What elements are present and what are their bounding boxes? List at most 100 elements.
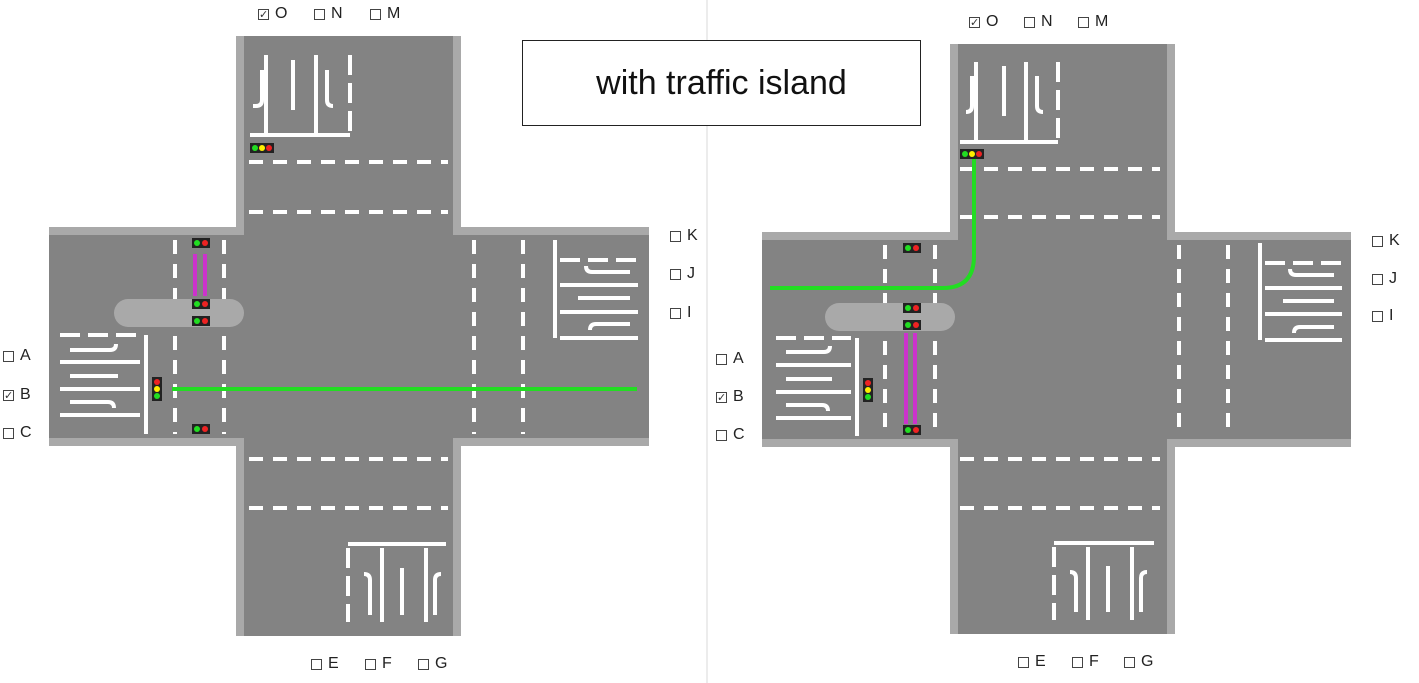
checkbox-box[interactable] (1024, 16, 1035, 28)
checkbox-box[interactable] (670, 230, 681, 242)
checkbox-B[interactable]: B (716, 388, 744, 406)
traffic-light (250, 143, 274, 153)
intersection-panel-left: O N M K J I A B C E F G (0, 0, 706, 683)
checkbox-N[interactable]: N (314, 6, 343, 22)
checkbox-label: A (733, 350, 744, 367)
traffic-light (192, 316, 210, 326)
checkbox-box[interactable] (1372, 235, 1383, 247)
checkbox-label: N (1041, 13, 1053, 30)
checkbox-F[interactable]: F (365, 656, 392, 672)
checkbox-M[interactable]: M (370, 6, 400, 22)
checkbox-label: G (1141, 653, 1154, 670)
traffic-island (114, 299, 244, 327)
traffic-light (960, 149, 984, 159)
checkbox-label: K (1389, 232, 1400, 249)
checkbox-label: J (687, 265, 695, 282)
route-path (770, 158, 976, 290)
checkbox-box[interactable] (3, 388, 14, 404)
checkbox-label: E (328, 655, 339, 672)
checkbox-label: I (1389, 307, 1394, 324)
traffic-light (903, 320, 921, 330)
checkbox-box[interactable] (1372, 310, 1383, 322)
checkbox-label: O (986, 13, 999, 30)
checkbox-N[interactable]: N (1024, 14, 1053, 30)
checkbox-K[interactable]: K (1372, 233, 1400, 249)
checkbox-J[interactable]: J (670, 266, 695, 282)
checkbox-box[interactable] (1078, 16, 1089, 28)
checkbox-box[interactable] (418, 658, 429, 670)
lane-arrows-south (346, 542, 446, 622)
checkbox-label: I (687, 304, 692, 321)
checkbox-A[interactable]: A (3, 348, 31, 364)
lane-arrows-east (1258, 243, 1342, 342)
checkbox-box[interactable] (1124, 656, 1135, 668)
checkbox-box[interactable] (1372, 273, 1383, 285)
lane-arrows-east (553, 240, 638, 340)
road-horizontal (762, 240, 1351, 439)
checkbox-box[interactable] (3, 350, 14, 362)
checkbox-label: N (331, 5, 343, 22)
checkbox-label: A (20, 347, 31, 364)
checkbox-label: M (387, 5, 401, 22)
checkbox-box[interactable] (314, 8, 325, 20)
checkbox-box[interactable] (258, 7, 269, 23)
checkbox-label: C (20, 424, 32, 441)
traffic-light (192, 299, 210, 309)
checkbox-label: J (1389, 270, 1397, 287)
checkbox-F[interactable]: F (1072, 654, 1099, 670)
checkbox-box[interactable] (670, 268, 681, 280)
checkbox-label: B (20, 386, 31, 403)
traffic-light (152, 377, 162, 401)
traffic-light (903, 243, 921, 253)
checkbox-I[interactable]: I (1372, 308, 1393, 324)
intersection-panel-right: O N M K J I A B C E F G (708, 0, 1419, 683)
traffic-light (192, 238, 210, 248)
checkbox-box[interactable] (716, 353, 727, 365)
checkbox-box[interactable] (311, 658, 322, 670)
lane-arrows-north (960, 62, 1060, 144)
checkbox-box[interactable] (365, 658, 376, 670)
checkbox-I[interactable]: I (670, 305, 691, 321)
checkbox-J[interactable]: J (1372, 271, 1397, 287)
checkbox-C[interactable]: C (3, 425, 32, 441)
checkbox-box[interactable] (716, 429, 727, 441)
checkbox-M[interactable]: M (1078, 14, 1108, 30)
checkbox-label: F (382, 655, 392, 672)
intersection-scene-left (49, 36, 649, 636)
checkbox-label: M (1095, 13, 1109, 30)
traffic-light (863, 378, 873, 402)
checkbox-G[interactable]: G (418, 656, 447, 672)
checkbox-label: B (733, 388, 744, 405)
traffic-light (192, 424, 210, 434)
checkbox-box[interactable] (969, 15, 980, 31)
panel-divider (706, 0, 708, 683)
checkbox-B[interactable]: B (3, 386, 31, 404)
checkbox-A[interactable]: A (716, 351, 744, 367)
checkbox-O[interactable]: O (258, 5, 288, 23)
checkbox-E[interactable]: E (1018, 654, 1046, 670)
checkbox-E[interactable]: E (311, 656, 339, 672)
lane-arrows-south (1052, 541, 1154, 620)
checkbox-box[interactable] (1072, 656, 1083, 668)
checkbox-box[interactable] (370, 8, 381, 20)
checkbox-C[interactable]: C (716, 427, 745, 443)
lane-arrows-west (776, 336, 859, 436)
checkbox-O[interactable]: O (969, 13, 999, 31)
checkbox-box[interactable] (3, 427, 14, 439)
traffic-island (825, 303, 955, 331)
intersection-scene-right (762, 44, 1351, 634)
title-label: with traffic island (596, 63, 847, 102)
road-horizontal (49, 235, 649, 438)
title-label-box: with traffic island (522, 40, 921, 126)
lane-arrows-west (60, 333, 148, 434)
checkbox-label: G (435, 655, 448, 672)
lane-arrows-north (250, 55, 352, 137)
checkbox-K[interactable]: K (670, 228, 698, 244)
checkbox-box[interactable] (716, 390, 727, 406)
checkbox-label: O (275, 5, 288, 22)
checkbox-label: K (687, 227, 698, 244)
checkbox-box[interactable] (670, 307, 681, 319)
checkbox-box[interactable] (1018, 656, 1029, 668)
checkbox-G[interactable]: G (1124, 654, 1153, 670)
checkbox-label: C (733, 426, 745, 443)
